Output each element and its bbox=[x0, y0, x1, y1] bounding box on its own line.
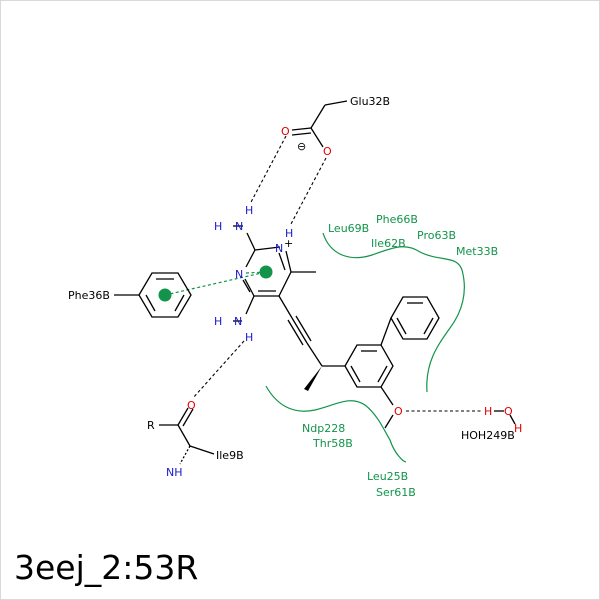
ether-o: O bbox=[394, 405, 403, 418]
residue-met33: Met33B bbox=[456, 245, 498, 258]
residue-pro63: Pro63B bbox=[417, 229, 456, 242]
ile9-nh: NH bbox=[166, 466, 183, 479]
glu32-carboxylate bbox=[291, 100, 348, 148]
phe36-ring bbox=[114, 272, 192, 318]
glu-o1: O bbox=[281, 125, 290, 138]
water-label: HOH249B bbox=[461, 429, 515, 442]
nh2-top-n: N bbox=[235, 220, 243, 233]
carboxylate-charge: ⊖ bbox=[297, 140, 306, 153]
water-molecule bbox=[494, 410, 516, 425]
water-h1: H bbox=[484, 405, 492, 418]
phe36-label: Phe36B bbox=[68, 289, 110, 302]
ring-nplus: N bbox=[275, 242, 283, 255]
centroid-phe36 bbox=[158, 288, 172, 302]
ile9-backbone bbox=[159, 407, 215, 465]
residue-thr58: Thr58B bbox=[312, 437, 353, 450]
nh2-bottom-n: N bbox=[234, 315, 242, 328]
nh2-top-h2: H bbox=[214, 220, 222, 233]
hydrophobic-arc-top bbox=[322, 232, 465, 393]
glu-o2: O bbox=[323, 145, 332, 158]
pyrimidine-ring bbox=[242, 232, 316, 319]
ile9-r-group: R bbox=[147, 419, 155, 432]
pi-stacking-phe36 bbox=[164, 271, 267, 296]
ile9-label: Ile9B bbox=[216, 449, 244, 462]
hbond-ile9-nh2 bbox=[192, 340, 245, 399]
nh2-bottom-h2: H bbox=[214, 315, 222, 328]
centroid-pyrimidine bbox=[259, 265, 273, 279]
ring-nplus-h: H bbox=[285, 227, 293, 240]
alkyne-linker bbox=[287, 315, 345, 391]
residue-phe66: Phe66B bbox=[376, 213, 418, 226]
glu32-label: Glu32B bbox=[350, 95, 390, 108]
ring-nplus-charge: + bbox=[284, 237, 293, 250]
water-h2: H bbox=[514, 422, 522, 435]
residue-leu69: Leu69B bbox=[328, 222, 369, 235]
water-o: O bbox=[504, 405, 513, 418]
residue-ile62: Ile62B bbox=[371, 237, 406, 250]
hbond-glu-nh2 bbox=[249, 135, 287, 205]
nh2-bottom-h: H bbox=[245, 331, 253, 344]
ring-n: N bbox=[235, 268, 243, 281]
hydrophobic-arc-bottom bbox=[265, 385, 407, 463]
hbond-glu-nplus bbox=[290, 157, 327, 225]
residue-leu25: Leu25B bbox=[367, 470, 408, 483]
biphenyl-group bbox=[344, 296, 440, 429]
residue-ser61: Ser61B bbox=[376, 486, 416, 499]
residue-ndp228: Ndp228 bbox=[302, 422, 345, 435]
nh2-top-h: H bbox=[245, 204, 253, 217]
structure-code-title: 3eej_2:53R bbox=[14, 548, 199, 587]
ile9-carbonyl-o: O bbox=[187, 399, 196, 412]
